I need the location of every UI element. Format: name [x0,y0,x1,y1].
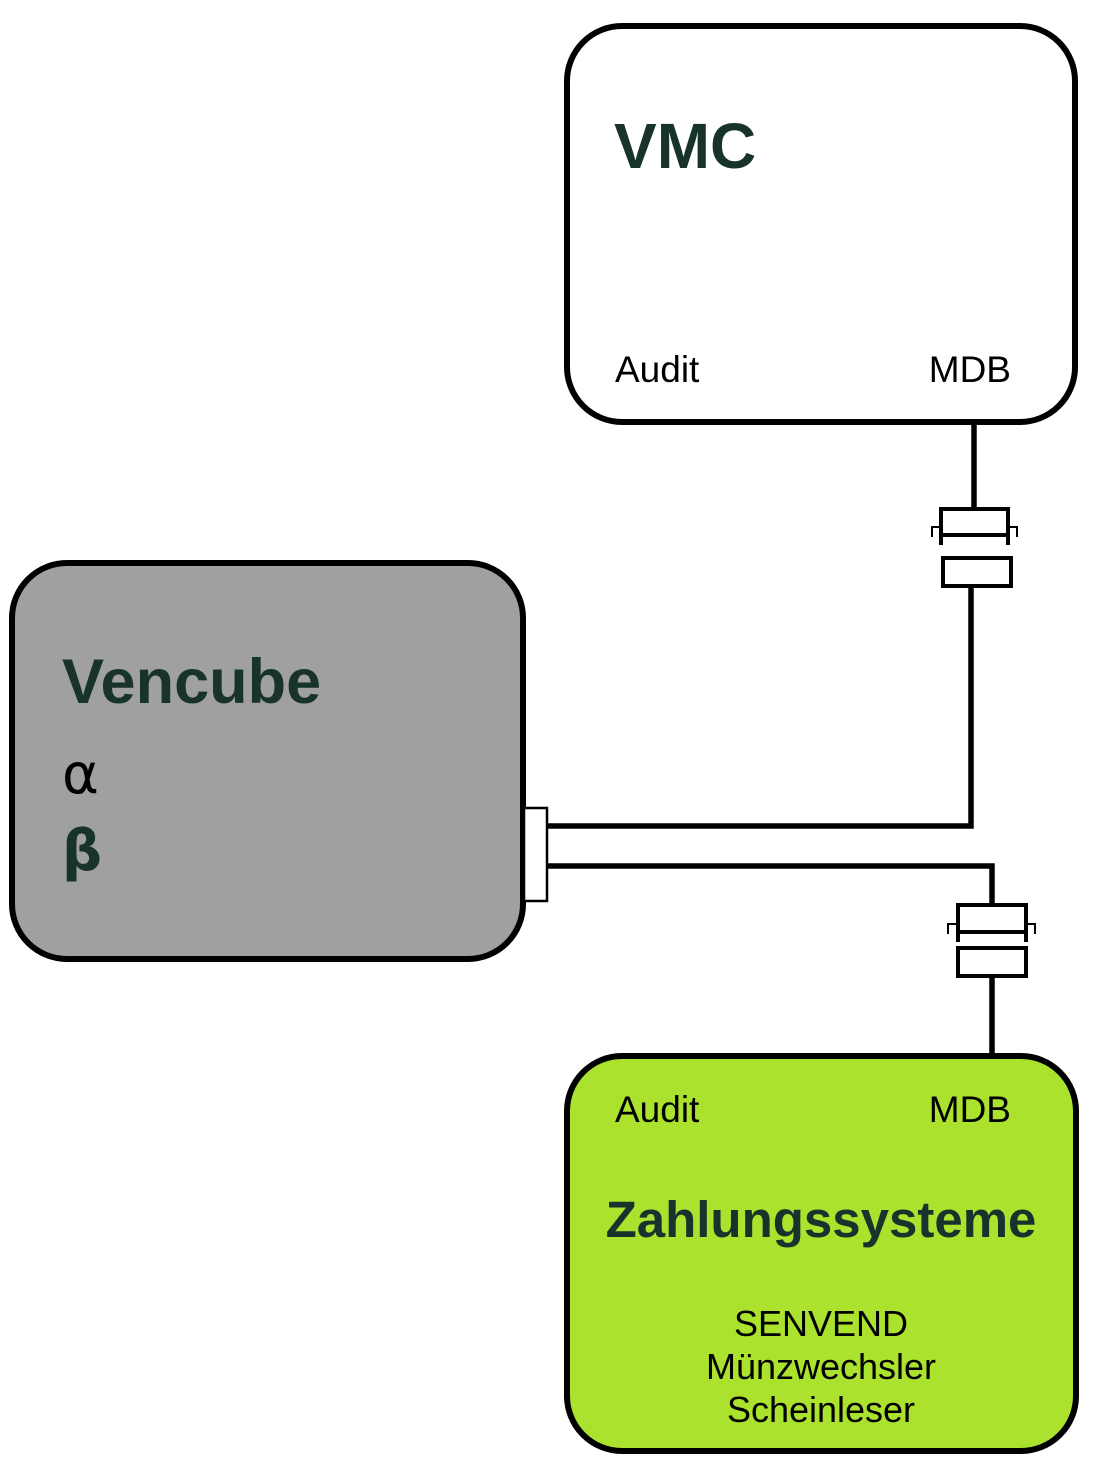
connector-socket-upper [941,556,1013,588]
vencube-beta: β [62,819,102,884]
vencube-title: Vencube [62,647,321,717]
wire-connector-to-vencube-upper [547,586,974,829]
zahlung-port-mdb: MDB [929,1089,1011,1130]
mdb-connector-lower [947,903,1036,978]
connector-plug-lower [956,903,1028,942]
connector-latch-right [1026,923,1036,934]
zahlungssysteme-box [564,1053,1079,1454]
vmc-node[interactable]: VMC Audit MDB [564,23,1078,425]
connector-latch-left [947,923,958,934]
mdb-connector-upper [931,507,1018,588]
zahlungssysteme-node[interactable]: Audit MDB Zahlungssysteme SENVEND Münzwe… [564,1053,1079,1454]
zahlung-item: Münzwechsler [706,1346,936,1387]
vencube-box [9,560,526,962]
vencube-port [522,806,549,903]
zahlung-item: Scheinleser [727,1389,915,1430]
wire-vencube-to-connector-lower [547,863,995,904]
zahlungssysteme-title: Zahlungssysteme [606,1191,1037,1248]
vencube-node[interactable]: Vencube α β [9,560,549,962]
vmc-box [564,23,1078,425]
connector-latch-left [931,526,941,537]
connector-socket-lower [956,946,1028,978]
zahlung-port-audit: Audit [615,1089,700,1130]
zahlung-item: SENVEND [734,1303,908,1344]
vmc-title: VMC [614,110,756,182]
vmc-port-audit: Audit [615,349,700,390]
vmc-port-mdb: MDB [929,349,1011,390]
vencube-alpha: α [62,742,99,807]
connector-latch-right [1008,526,1018,537]
connector-plug-upper [939,507,1010,545]
